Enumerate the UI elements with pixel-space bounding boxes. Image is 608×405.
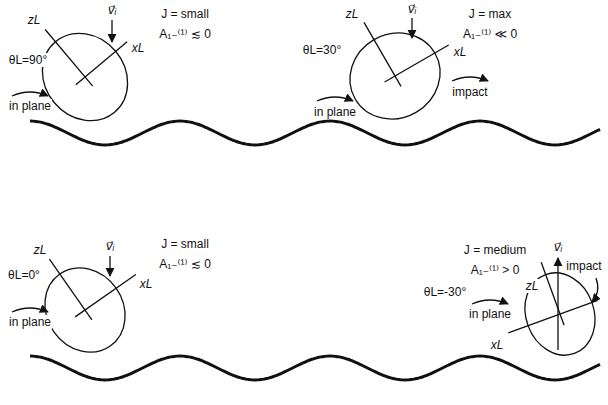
impact-arrow	[452, 77, 488, 81]
impact-arrow	[592, 278, 598, 302]
velocity-arrow	[557, 258, 558, 350]
angle-label: θL=30°	[302, 43, 343, 57]
rotation-arrow	[472, 300, 508, 304]
axis-label: zL	[27, 13, 42, 27]
axis-label: xL	[131, 41, 146, 55]
motion-label: impact	[565, 259, 602, 273]
motion-label: in plane	[313, 105, 357, 119]
rotation-arrow	[12, 308, 48, 312]
quantity-label: A₁₋⁽¹⁾ ≲ 0	[158, 257, 212, 271]
surface-wave	[30, 356, 600, 380]
quantity-label: J = medium	[463, 243, 527, 257]
velocity-label: v⃗ᵢ	[407, 2, 418, 16]
axis-line	[364, 22, 401, 86]
axis-line	[49, 259, 91, 320]
axis-line	[76, 42, 127, 85]
axis-label: xL	[453, 45, 468, 59]
motion-label: impact	[451, 85, 488, 99]
rotation-arrow	[317, 97, 353, 101]
velocity-label: v⃗ᵢ	[105, 239, 116, 253]
surface-wave	[30, 121, 600, 145]
quantity-label: A₁₋⁽¹⁾ ≲ 0	[158, 27, 212, 41]
angle-label: θL=0°	[7, 268, 41, 282]
quantity-label: J = small	[160, 237, 210, 251]
motion-label: in plane	[8, 315, 52, 329]
molecule-ellipse	[29, 252, 142, 368]
motion-label: in plane	[468, 307, 512, 321]
velocity-arrow	[111, 20, 112, 42]
quantity-label: J = small	[160, 7, 210, 21]
quantity-label: J = max	[468, 7, 512, 21]
axis-label: zL	[345, 7, 360, 21]
axis-line	[75, 274, 136, 316]
velocity-label: v⃗ᵢ	[553, 240, 564, 254]
angle-label: θL=-30°	[423, 285, 468, 299]
axis-line	[385, 45, 449, 82]
axis-label: zL	[33, 243, 48, 257]
axis-line	[508, 300, 597, 332]
velocity-arrow	[109, 256, 110, 276]
angle-label: θL=90°	[8, 53, 49, 67]
axis-label: xL	[490, 338, 505, 352]
molecule-ellipse	[25, 16, 145, 138]
rotation-arrow	[12, 92, 48, 96]
axis-line	[541, 262, 564, 325]
molecule-ellipse	[514, 263, 607, 365]
axis-label: xL	[139, 277, 154, 291]
axis-label: zL	[525, 279, 540, 293]
motion-label: in plane	[8, 99, 52, 113]
velocity-label: v⃗ᵢ	[107, 3, 118, 17]
quantity-label: A₁₋⁽¹⁾ ≪ 0	[462, 27, 518, 41]
velocity-arrow	[411, 18, 412, 38]
quantity-label: A₁₋⁽¹⁾ > 0	[470, 263, 521, 277]
axis-line	[45, 30, 93, 87]
